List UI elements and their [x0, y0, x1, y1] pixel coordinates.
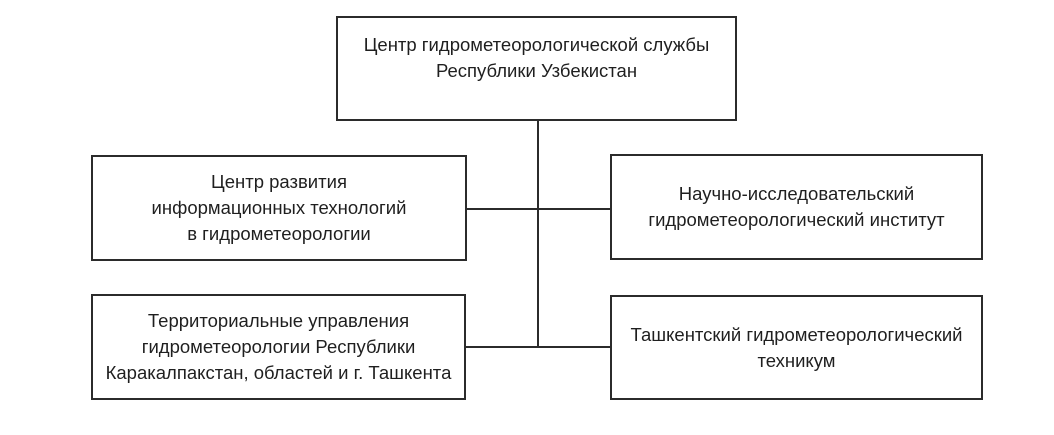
org-box-label-line: Центр гидрометеорологической службы — [363, 33, 710, 55]
org-box-label-line: гидрометеорологии Республики — [141, 336, 416, 357]
org-box-label-line: Научно-исследовательский — [678, 183, 915, 204]
org-box-label-line: Каракалпакстан, областей и г. Ташкента — [105, 362, 452, 383]
org-box-label-line: гидрометеорологический институт — [648, 209, 945, 230]
org-box-label-line: информационных технологий — [151, 197, 407, 218]
org-box-it-development-center: Центр развития информационных технологий… — [91, 155, 467, 261]
connector-middle-row — [467, 208, 610, 210]
org-box-label-line: Центр развития — [211, 171, 347, 192]
org-box-hydromet-service-center: Центр гидрометеорологической службы Респ… — [336, 16, 737, 121]
org-box-label-line: в гидрометеорологии — [187, 223, 371, 244]
org-box-label-line: Ташкентский гидрометеорологический — [630, 323, 963, 345]
connector-bottom-row — [466, 346, 610, 348]
org-box-label-line: Республики Узбекистан — [435, 59, 638, 81]
org-box-tashkent-technikum: Ташкентский гидрометеорологический техни… — [610, 295, 983, 400]
org-box-label-line: техникум — [757, 349, 836, 371]
org-box-label-line: Территориальные управления — [147, 310, 410, 331]
org-box-research-institute: Научно-исследовательский гидрометеоролог… — [610, 154, 983, 260]
connector-trunk-vertical — [537, 121, 539, 347]
org-box-territorial-departments: Территориальные управления гидрометеорол… — [91, 294, 466, 400]
